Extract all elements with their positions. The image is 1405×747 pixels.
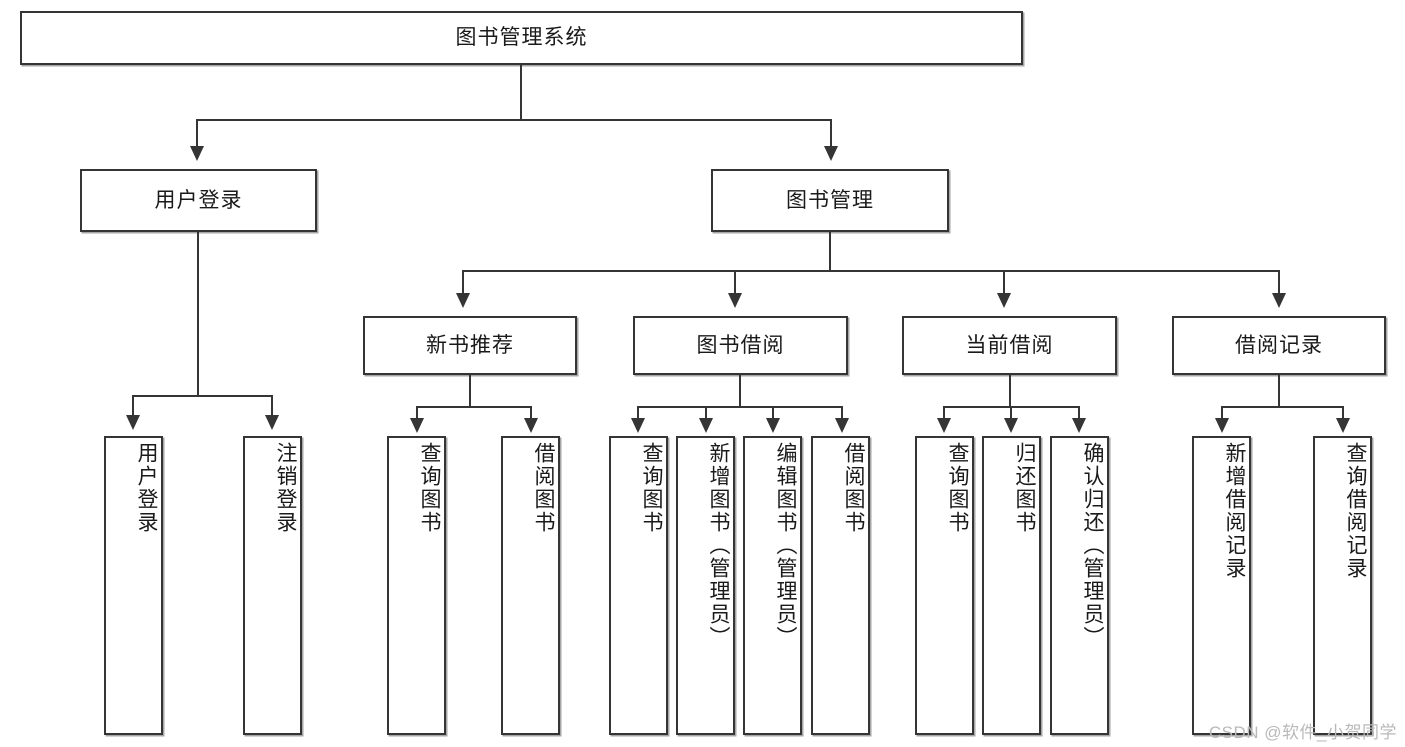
connector-root-to-user-login (196, 119, 198, 148)
node-leaf-query-record[interactable]: 查询借阅记录 (1313, 436, 1372, 735)
connector-nbr-drop-1 (416, 406, 418, 420)
node-user-login-label: 用户登录 (154, 188, 243, 212)
node-book-borrow-label: 图书借阅 (696, 333, 785, 357)
node-leaf-return-book[interactable]: 归还图书 (982, 436, 1041, 735)
connector-br-stem (1278, 375, 1280, 408)
node-leaf-query-book-3[interactable]: 查询图书 (915, 436, 974, 735)
arrowhead-leaf-user-login (126, 415, 140, 430)
node-leaf-query-book-2[interactable]: 查询图书 (609, 436, 668, 735)
arrowhead-leaf-return-book (1004, 418, 1018, 433)
node-root[interactable]: 图书管理系统 (20, 11, 1023, 65)
arrowhead-leaf-query-book-1 (410, 418, 424, 433)
connector-user-login-drop-2 (271, 395, 273, 417)
connector-book-management-bus (462, 270, 1280, 272)
node-leaf-borrow-book-2-label: 借阅图书 (842, 442, 865, 534)
connector-cb-drop-1 (943, 406, 945, 420)
arrowhead-leaf-edit-book (766, 418, 780, 433)
arrowhead-leaf-add-book (699, 418, 713, 433)
connector-nbr-bus (416, 406, 532, 408)
arrowhead-book-management (824, 146, 838, 161)
node-user-login[interactable]: 用户登录 (80, 169, 317, 232)
arrowhead-user-login (190, 146, 204, 161)
node-leaf-edit-book-label: 编辑图书（管理员） (774, 442, 797, 649)
connector-user-login-stem (197, 232, 199, 396)
connector-br-drop-2 (1342, 406, 1344, 420)
node-leaf-borrow-book-2[interactable]: 借阅图书 (811, 436, 870, 735)
connector-cb-drop-2 (1010, 406, 1012, 420)
connector-user-login-drop-1 (132, 395, 134, 417)
connector-bb-drop-1 (637, 406, 639, 420)
arrowhead-leaf-confirm-return (1072, 418, 1086, 433)
connector-bb-drop-4 (841, 406, 843, 420)
node-leaf-user-login[interactable]: 用户登录 (104, 436, 163, 735)
node-book-management-label: 图书管理 (786, 188, 874, 212)
node-new-book-recommend[interactable]: 新书推荐 (363, 316, 577, 375)
node-current-borrow-label: 当前借阅 (965, 333, 1054, 357)
connector-bb-stem (739, 375, 741, 408)
node-leaf-confirm-return[interactable]: 确认归还（管理员） (1050, 436, 1109, 735)
connector-nbr-drop-2 (530, 406, 532, 420)
arrowhead-leaf-borrow-book-2 (835, 418, 849, 433)
node-book-management[interactable]: 图书管理 (711, 169, 949, 232)
node-leaf-confirm-return-label: 确认归还（管理员） (1081, 442, 1104, 649)
arrowhead-leaf-logout-login (265, 415, 279, 430)
connector-bb-drop-2 (705, 406, 707, 420)
arrowhead-book-borrow (728, 293, 742, 308)
node-leaf-logout-login-label: 注销登录 (274, 442, 297, 534)
connector-br-bus (1221, 406, 1344, 408)
node-leaf-query-book-1-label: 查询图书 (418, 442, 441, 534)
node-current-borrow[interactable]: 当前借阅 (902, 316, 1117, 375)
node-new-book-recommend-label: 新书推荐 (426, 333, 514, 357)
connector-cb-stem (1009, 375, 1011, 408)
watermark: CSDN @软件_小贺同学 (1208, 723, 1397, 742)
node-leaf-add-book-label: 新增图书（管理员） (707, 442, 730, 649)
connector-cb-drop-3 (1078, 406, 1080, 420)
connector-nbr-stem (469, 375, 471, 408)
arrowhead-leaf-add-record (1215, 418, 1229, 433)
connector-bm-drop-new-book (462, 270, 464, 295)
node-leaf-borrow-book-1-label: 借阅图书 (532, 442, 555, 534)
node-leaf-borrow-book-1[interactable]: 借阅图书 (501, 436, 560, 735)
arrowhead-leaf-query-record (1336, 418, 1350, 433)
node-leaf-logout-login[interactable]: 注销登录 (243, 436, 302, 735)
connector-bm-drop-borrow-record (1278, 270, 1280, 295)
connector-user-login-bus (132, 395, 272, 397)
connector-root-stem (520, 65, 522, 120)
node-leaf-user-login-label: 用户登录 (135, 442, 158, 534)
connector-bm-drop-book-borrow (734, 270, 736, 295)
connector-root-to-book-management (830, 119, 832, 148)
arrowhead-current-borrow (997, 293, 1011, 308)
node-root-label: 图书管理系统 (455, 26, 588, 50)
node-leaf-query-record-label: 查询借阅记录 (1344, 442, 1367, 580)
connector-br-drop-1 (1221, 406, 1223, 420)
arrowhead-borrow-record (1272, 293, 1286, 308)
arrowhead-leaf-borrow-book-1 (524, 418, 538, 433)
arrowhead-leaf-query-book-2 (631, 418, 645, 433)
node-book-borrow[interactable]: 图书借阅 (633, 316, 848, 375)
arrowhead-leaf-query-book-3 (937, 418, 951, 433)
node-leaf-add-book[interactable]: 新增图书（管理员） (676, 436, 735, 735)
node-borrow-record-label: 借阅记录 (1235, 333, 1323, 357)
connector-bb-bus (637, 406, 843, 408)
node-leaf-edit-book[interactable]: 编辑图书（管理员） (743, 436, 802, 735)
connector-bm-drop-current-borrow (1003, 270, 1005, 295)
connector-bb-drop-3 (772, 406, 774, 420)
node-leaf-return-book-label: 归还图书 (1013, 442, 1036, 534)
node-borrow-record[interactable]: 借阅记录 (1172, 316, 1386, 375)
connector-root-bus (196, 119, 832, 121)
node-leaf-query-book-3-label: 查询图书 (946, 442, 969, 534)
node-leaf-add-record[interactable]: 新增借阅记录 (1192, 436, 1251, 735)
node-leaf-query-book-1[interactable]: 查询图书 (387, 436, 446, 735)
node-leaf-add-record-label: 新增借阅记录 (1223, 442, 1246, 580)
arrowhead-new-book-recommend (456, 293, 470, 308)
node-leaf-query-book-2-label: 查询图书 (640, 442, 663, 534)
connector-book-management-stem (829, 232, 831, 271)
